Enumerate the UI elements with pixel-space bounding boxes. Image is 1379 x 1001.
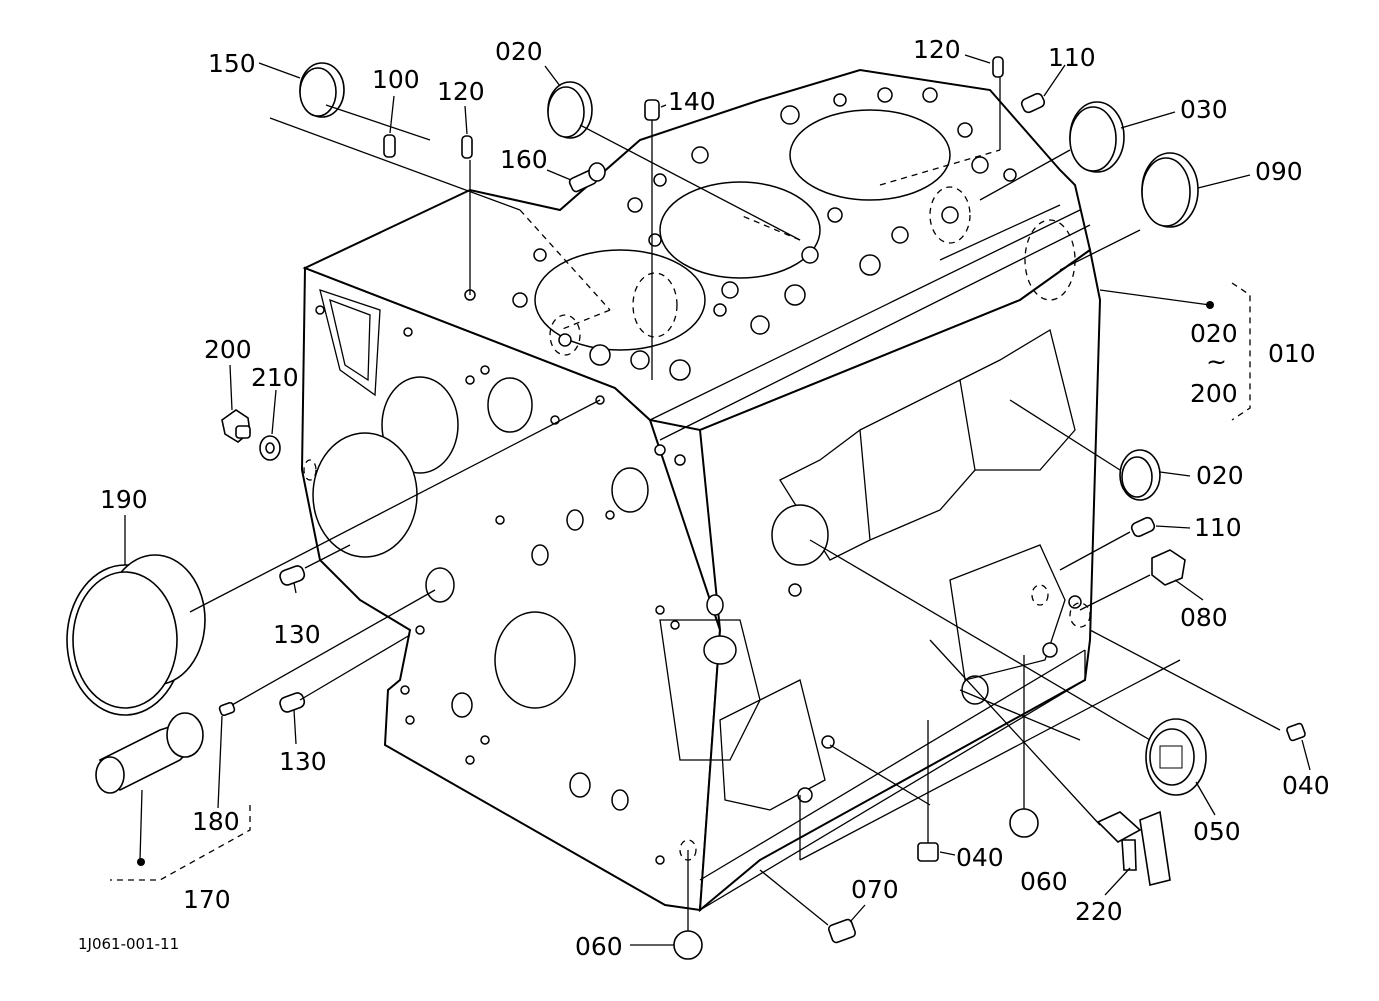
part-130-pin-upper [279,565,306,586]
leader-lines [124,54,1311,946]
part-040-plug-bottom [917,842,939,862]
alignment-lines [189,77,1281,931]
part-110-pin-top [1020,92,1046,114]
part-090-plug [1141,152,1199,228]
callout-040b: 040 [956,843,1004,872]
part-020-plug-side [1119,449,1161,501]
part-060-ball-bottom [1009,808,1039,838]
group-range-to: 200 [1190,379,1238,408]
callout-060b: 060 [575,932,623,961]
callout-080: 080 [1180,603,1228,632]
part-080-plug [1151,549,1186,586]
callout-050: 050 [1193,817,1241,846]
part-220-drain-cock [1096,810,1171,886]
part-150-plug [299,62,345,118]
callout-090: 090 [1255,157,1303,186]
callout-120a: 120 [437,77,485,106]
part-160-bolt [568,162,606,193]
callout-140: 140 [668,87,716,116]
callout-020a: 020 [495,37,543,66]
deck-holes [464,87,1017,381]
part-050-plug-large [1145,718,1207,796]
callout-130a: 130 [273,620,321,649]
callout-130b: 130 [279,747,327,776]
hidden-lines [303,149,1091,861]
part-070-plug [827,918,857,944]
callout-100: 100 [372,65,420,94]
group-range-from: 020 [1190,319,1238,348]
callout-150: 150 [208,49,256,78]
front-face-holes [312,305,686,865]
part-190-ring [66,554,206,716]
part-170-sensor [95,712,204,794]
callout-200: 200 [204,335,252,364]
callout-220: 220 [1075,897,1123,926]
callout-170: 170 [183,885,231,914]
group-range-separator: ~ [1206,347,1227,376]
part-210-washer [259,435,281,461]
callout-180: 180 [192,807,240,836]
part-040-plug-right [1286,722,1306,742]
part-120-pin-right [992,56,1004,78]
group-bracket-170 [110,805,251,881]
callout-120b: 120 [913,35,961,64]
part-180-nipple [218,701,236,717]
part-030-plug [1069,101,1125,173]
callout-020b: 020 [1196,461,1244,490]
callout-210: 210 [251,363,299,392]
callout-060a: 060 [1020,867,1068,896]
callout-190: 190 [100,485,148,514]
callout-110a: 110 [1048,43,1096,72]
callout-160: 160 [500,145,548,174]
callout-110b: 110 [1194,513,1242,542]
callout-070: 070 [851,875,899,904]
part-020-plug-top [547,81,593,139]
part-130-pin-lower [279,692,306,713]
part-110-pin-side [1130,516,1156,538]
part-200-plug-bolt [221,409,251,443]
part-060-ball-left [673,930,703,960]
group-label-010: 010 [1268,339,1316,368]
callout-040a: 040 [1282,771,1330,800]
group-bracket-010 [1206,282,1251,421]
callout-030: 030 [1180,95,1228,124]
part-100-pin [383,134,396,158]
part-140-pin [644,99,660,121]
part-120-pin-left [461,135,473,159]
drawing-code: 1J061-001-11 [78,935,179,953]
